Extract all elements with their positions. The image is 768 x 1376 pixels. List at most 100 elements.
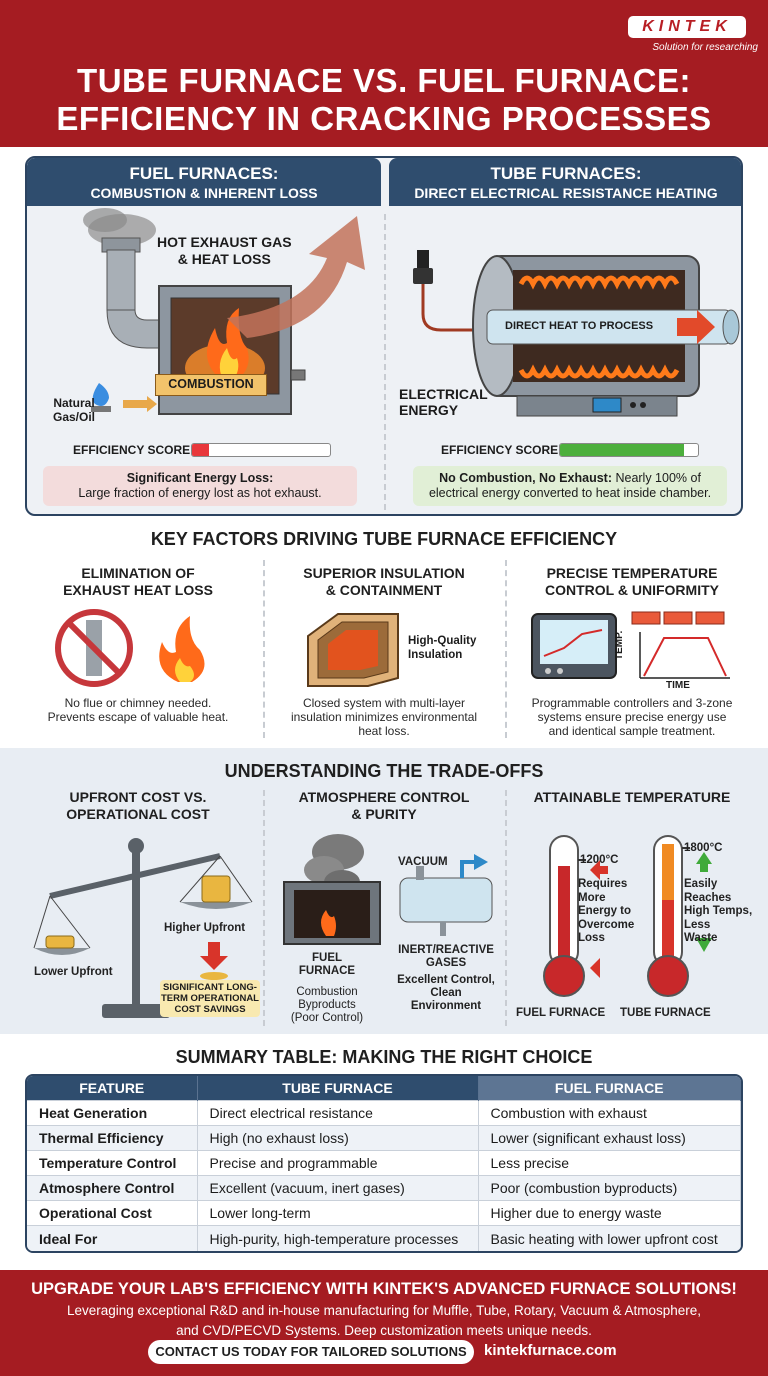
fuel-efficiency-label: EFFICIENCY SCORE [73,443,191,457]
clean-env-line2: Clean [430,987,462,999]
factor-3-desc-line3: and identical sample treatment. [548,724,716,738]
tube-temp-note-4: Less [684,918,711,931]
exhaust-label: HOT EXHAUST GAS & HEAT LOSS [157,234,292,268]
vacuum-label: VACUUM [398,856,448,868]
gases-line1: INERT/REACTIVE [398,944,494,956]
tube-efficiency-label: EFFICIENCY SCORE [441,443,559,457]
byproducts-line2: Byproducts [298,999,356,1011]
tradeoffs-title: UNDERSTANDING THE TRADE-OFFS [224,761,544,781]
trade-divider-1 [263,790,265,1026]
tube-note-title: No Combustion, No Exhaust: [439,471,612,485]
col-fuel-furnace: FUEL FURNACE [478,1076,741,1100]
fuel-temp-note-5: Loss [578,932,605,944]
process-label: DIRECT HEAT TO PROCESS [505,320,654,332]
page-title-line1: TUBE FURNACE VS. FUEL FURNACE: [77,62,691,99]
fuel-panel-header: FUEL FURNACES: COMBUSTION & INHERENT LOS… [27,158,381,206]
row-feature: Operational Cost [27,1200,198,1226]
tube-panel-header: TUBE FURNACES: DIRECT ELECTRICAL RESISTA… [389,158,741,206]
website-link[interactable]: kintekfurnace.com [484,1342,617,1359]
row-feature: Thermal Efficiency [27,1124,198,1151]
tube-temp-note-3: High Temps, [684,905,753,917]
fuel-furnace-temp-caption: FUEL FURNACE [516,1007,606,1019]
higher-upfront-label: Higher Upfront [164,922,246,934]
row-tube: High (no exhaust loss) [197,1124,479,1151]
fuel-source-line2: Gas/Oil [53,410,96,424]
no-chimney-icon [55,609,205,687]
tube-temp-note-2: Reaches [684,891,732,904]
fuel-note-title: Significant Energy Loss: [126,471,274,485]
kintek-logo[interactable]: KINTEK [628,16,746,38]
lower-upfront-label: Lower Upfront [34,966,113,978]
fuel-source-label: Natural Gas/Oil [53,396,95,424]
thermometers-icon [543,835,712,997]
savings-label: SIGNIFICANT LONG- TERM OPERATIONAL COST … [160,980,260,1017]
summary-title: SUMMARY TABLE: MAKING THE RIGHT CHOICE [175,1047,593,1067]
fuel-temp-note: Requires More Energy to Overcome Loss [578,878,634,946]
atmosphere-title-line2: & PURITY [351,806,417,822]
row-feature: Heat Generation [27,1099,198,1126]
fuel-temp-note-2: More [578,891,606,904]
tube-panel-subtitle: DIRECT ELECTRICAL RESISTANCE HEATING [414,185,718,201]
summary-header-row: FEATURE TUBE FURNACE FUEL FURNACE [27,1076,741,1100]
factor-1-desc-line1: No flue or chimney needed. [64,696,212,710]
fuel-panel-subtitle: COMBUSTION & INHERENT LOSS [90,185,318,201]
cost-title-line2: OPERATIONAL COST [66,806,210,822]
row-tube: High-purity, high-temperature processes [197,1225,479,1252]
chart-x-label: TIME [666,680,690,691]
row-tube: Direct electrical resistance [197,1099,479,1126]
contact-us-button[interactable]: CONTACT US TODAY FOR TAILORED SOLUTIONS [148,1340,474,1364]
factor-2-desc-line3: heat loss. [358,724,410,738]
tradeoffs-section [0,748,768,1034]
panel-divider [384,214,386,510]
savings-line3: COST SAVINGS [174,1004,246,1015]
controller-chart-icon [531,611,730,679]
factor-3-title: PRECISE TEMPERATURE CONTROL & UNIFORMITY [512,565,752,599]
atmosphere-illustration [283,834,493,945]
factor-1-desc: No flue or chimney needed. Prevents esca… [20,696,256,724]
insulation-label-line2: Insulation [408,649,463,661]
factor-1-title: ELIMINATION OF EXHAUST HEAT LOSS [20,565,256,599]
factor-3-desc-line2: systems ensure precise energy use [537,710,727,724]
clean-env-line1: Excellent Control, [397,974,495,986]
tube-note-text-2: electrical energy converted to heat insi… [428,486,712,500]
tube-note-text-1: Nearly 100% of [615,471,701,485]
row-fuel: Combustion with exhaust [478,1099,741,1126]
page-title-line2: EFFICIENCY IN CRACKING PROCESSES [56,100,712,137]
electrical-energy-line1: ELECTRICAL [399,386,488,402]
fuel-panel-title: FUEL FURNACES: [129,164,279,183]
row-fuel: Poor (combustion byproducts) [478,1175,741,1201]
comparison-panel: FUEL FURNACES: COMBUSTION & INHERENT LOS… [25,156,743,516]
exhaust-label-line2: & HEAT LOSS [177,251,271,267]
chart-y-label: TEMP. [614,630,625,660]
tube-temp-note-5: Waste [684,932,718,944]
tube-efficiency-fill [560,444,685,456]
fuel-mini-line1: FUEL [311,952,343,964]
footer-desc-line1: Leveraging exceptional R&D and in-house … [66,1303,702,1318]
factor-2-title-line1: SUPERIOR INSULATION [303,565,465,581]
tube-temp-note: Easily Reaches High Temps, Less Waste [684,878,752,946]
fuel-note: Significant Energy Loss: Large fraction … [43,466,357,506]
tube-efficiency-bar [559,443,699,457]
temperature-title: ATTAINABLE TEMPERATURE [533,789,731,805]
fuel-temp-note-4: Overcome [578,918,635,931]
factor-1-title-line2: EXHAUST HEAT LOSS [63,582,213,598]
combustion-label: COMBUSTION [155,374,267,396]
row-fuel: Less precise [478,1149,741,1176]
col-tube-furnace: TUBE FURNACE [197,1076,479,1100]
cost-title-line1: UPFRONT COST VS. [69,789,207,805]
row-tube: Excellent (vacuum, inert gases) [197,1175,479,1201]
fuel-mini-line2: FURNACE [298,965,356,977]
savings-line1: SIGNIFICANT LONG- [163,982,257,993]
key-factors-title: KEY FACTORS DRIVING TUBE FURNACE EFFICIE… [150,529,618,549]
fuel-furnace-mini-label: FUEL FURNACE [290,952,364,978]
factor-3-title-line1: PRECISE TEMPERATURE [546,565,718,581]
factor-divider-1 [263,560,265,738]
row-fuel: Lower (significant exhaust loss) [478,1124,741,1151]
row-feature: Ideal For [27,1225,198,1252]
clean-env-line3: Environment [410,1000,482,1012]
row-feature: Atmosphere Control [27,1175,198,1201]
